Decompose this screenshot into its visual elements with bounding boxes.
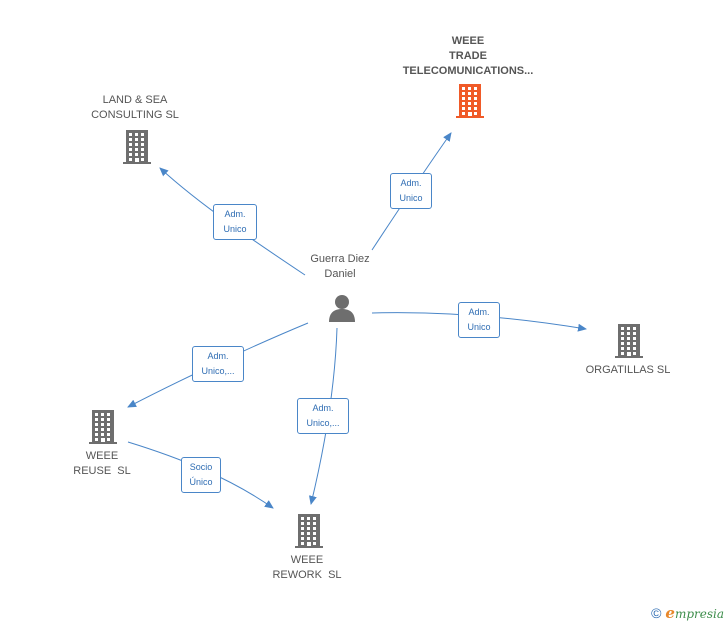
weee-reuse-label[interactable]: WEEE REUSE SL xyxy=(60,449,144,479)
edge-label-orgatillas-line1: Adm. xyxy=(468,307,490,317)
edge-label-reuse-rework-line2: Único xyxy=(189,477,213,487)
land-sea-label-line2: CONSULTING SL xyxy=(91,109,179,121)
edge-label-weee-rework-line2: Unico,... xyxy=(306,418,340,428)
person-label[interactable]: Guerra Diez Daniel xyxy=(290,252,390,282)
building-icon[interactable] xyxy=(615,324,643,358)
weee-trade-label-line3: TELECOMUNICATIONS... xyxy=(402,65,534,77)
edge-label-weee-trade-line2: Unico xyxy=(399,193,423,203)
edge-label-orgatillas[interactable]: Adm. Unico xyxy=(458,302,500,338)
brand-initial: e xyxy=(665,604,675,622)
edge-label-weee-reuse-line2: Unico,... xyxy=(201,366,235,376)
brand-rest: mpresia xyxy=(674,607,724,621)
edge-label-reuse-rework-line1: Socio xyxy=(189,462,213,472)
building-icon[interactable] xyxy=(456,84,484,118)
copyright-symbol: © xyxy=(651,605,662,621)
weee-trade-label-line1: WEEE xyxy=(451,35,485,47)
edge-label-land-sea[interactable]: Adm. Unico xyxy=(213,204,257,240)
edge-label-land-sea-line1: Adm. xyxy=(224,209,246,219)
edge-label-weee-reuse-line1: Adm. xyxy=(207,351,229,361)
weee-rework-label-line2: REWORK SL xyxy=(272,569,342,581)
land-sea-label[interactable]: LAND & SEA CONSULTING SL xyxy=(80,93,190,123)
weee-reuse-label-line2: REUSE SL xyxy=(73,465,131,477)
empresia-watermark[interactable]: © empresia xyxy=(651,604,724,622)
person-icon[interactable] xyxy=(329,295,355,322)
building-icon[interactable] xyxy=(123,130,151,164)
edge-label-reuse-rework[interactable]: Socio Único xyxy=(181,457,221,493)
weee-trade-label-line2: TRADE xyxy=(449,50,487,62)
brand-logo: empresia xyxy=(665,604,724,622)
orgatillas-label[interactable]: ORGATILLAS SL xyxy=(576,363,680,378)
person-label-line1: Guerra Diez xyxy=(310,253,370,265)
edge-label-weee-rework[interactable]: Adm. Unico,... xyxy=(297,398,349,434)
edge-label-weee-trade[interactable]: Adm. Unico xyxy=(390,173,432,209)
edge-label-weee-reuse[interactable]: Adm. Unico,... xyxy=(192,346,244,382)
land-sea-label-line1: LAND & SEA xyxy=(102,94,168,106)
edge-label-land-sea-line2: Unico xyxy=(223,224,247,234)
edge-label-weee-trade-line1: Adm. xyxy=(400,178,422,188)
edge-label-weee-rework-line1: Adm. xyxy=(312,403,334,413)
edge-label-orgatillas-line2: Unico xyxy=(467,322,491,332)
person-label-line2: Daniel xyxy=(324,268,356,280)
orgatillas-label-line1: ORGATILLAS SL xyxy=(585,364,671,376)
building-icon[interactable] xyxy=(89,410,117,444)
weee-rework-label[interactable]: WEEE REWORK SL xyxy=(262,553,352,583)
building-icon[interactable] xyxy=(295,514,323,548)
weee-reuse-label-line1: WEEE xyxy=(85,450,119,462)
weee-rework-label-line1: WEEE xyxy=(290,554,324,566)
weee-trade-label[interactable]: WEEE TRADE TELECOMUNICATIONS... xyxy=(383,34,553,79)
